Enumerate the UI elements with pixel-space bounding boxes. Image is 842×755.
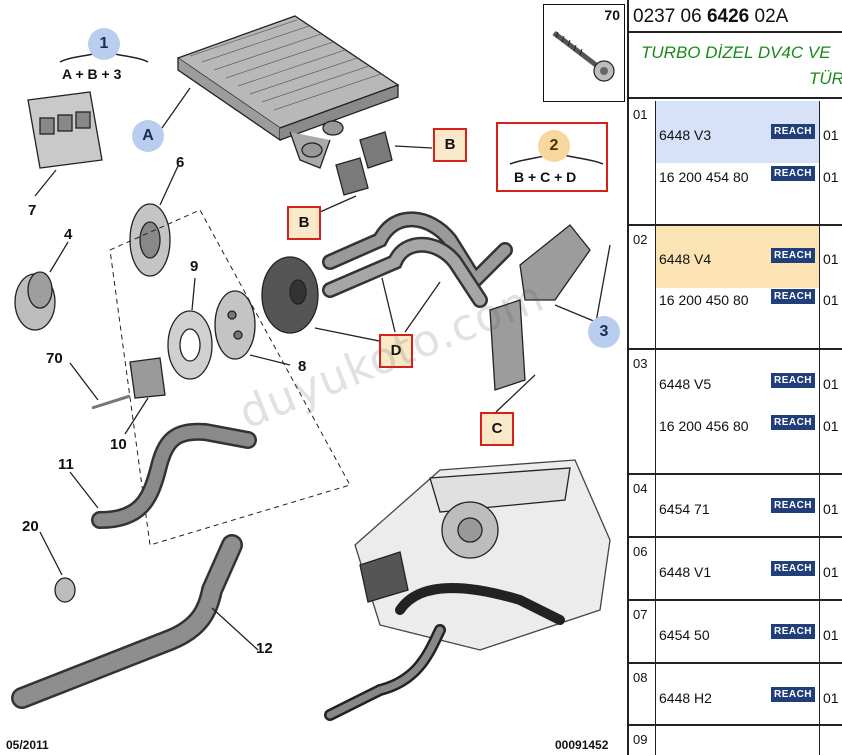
bracket-drawing	[489, 224, 591, 391]
part-number[interactable]: 16 200 450 80	[659, 292, 749, 308]
box-label-b-upper: B	[433, 128, 467, 162]
seal-ring-drawing	[167, 310, 213, 380]
hose-12-drawing	[11, 534, 243, 709]
quantity: 01	[823, 292, 839, 308]
parts-diagram: 6 7 4 9 70 8 10 11 20 12 1 A 2 3 A + B +…	[6, 4, 625, 752]
screw-icon	[552, 31, 615, 82]
box-label-c: C	[480, 412, 514, 446]
hose-11-drawing	[91, 422, 257, 529]
part-number[interactable]: 16 200 456 80	[659, 418, 749, 434]
part-number[interactable]: 6448 V3	[659, 127, 712, 143]
footer-code: 00091452	[555, 738, 609, 752]
row-index: 07	[633, 607, 648, 622]
row-index: 06	[633, 544, 648, 559]
pipes-drawing	[322, 211, 513, 308]
parts-row-07[interactable]: 07 6454 50 REACH 01	[629, 601, 842, 664]
part-number[interactable]: 6454 50	[659, 627, 710, 643]
reach-badge: REACH	[771, 166, 815, 181]
callout-70: 70	[46, 350, 63, 367]
screw-drawing	[91, 394, 131, 410]
reference-number: 0237 06 6426 02A	[633, 6, 789, 27]
part-number[interactable]: 16 200 454 80	[659, 169, 749, 185]
quantity: 01	[823, 169, 839, 185]
box-label-b-lower: B	[287, 206, 321, 240]
seal-disc-drawing	[261, 256, 319, 334]
reach-badge: REACH	[771, 498, 815, 513]
reach-badge: REACH	[771, 687, 815, 702]
quantity: 01	[823, 376, 839, 392]
quantity: 01	[823, 418, 839, 434]
row-index: 08	[633, 670, 648, 685]
row-index: 03	[633, 356, 648, 371]
reach-badge: REACH	[771, 624, 815, 639]
row-index: 02	[633, 232, 648, 247]
reach-badge: REACH	[771, 248, 815, 263]
formula-2-frame	[496, 122, 608, 192]
circle-label-3: 3	[588, 316, 620, 348]
parts-row-01[interactable]: 01 6448 V3 REACH 01 16 200 454 80 REACH …	[629, 101, 842, 226]
callout-4: 4	[64, 226, 73, 243]
screw-inset-box: 70	[543, 4, 625, 102]
parts-list-panel: 0237 06 6426 02A TURBO DİZEL DV4C VE TÜR…	[627, 0, 842, 755]
row-index: 09	[633, 732, 648, 747]
callout-8: 8	[298, 358, 307, 375]
diagram-drawing	[11, 15, 611, 721]
box-label-d: D	[379, 334, 413, 368]
reach-badge: REACH	[771, 415, 815, 430]
part-number[interactable]: 6448 V1	[659, 564, 712, 580]
parts-row-04[interactable]: 04 6454 71 REACH 01	[629, 475, 842, 538]
quantity: 01	[823, 564, 839, 580]
part-number[interactable]: 6448 H2	[659, 690, 712, 706]
circle-label-a: A	[132, 120, 164, 152]
callout-20: 20	[22, 518, 39, 535]
footer-date: 05/2011	[6, 738, 49, 752]
clamp-b-drawing	[335, 131, 393, 196]
callout-7: 7	[28, 202, 37, 219]
parts-row-06[interactable]: 06 6448 V1 REACH 01	[629, 538, 842, 601]
parts-row-02[interactable]: 02 6448 V4 REACH 01 16 200 450 80 REACH …	[629, 226, 842, 350]
clamp-drawing	[54, 577, 76, 603]
callout-11: 11	[58, 456, 74, 473]
plate-drawing	[214, 290, 256, 360]
reach-badge: REACH	[771, 373, 815, 388]
part-number[interactable]: 6448 V5	[659, 376, 712, 392]
part-number[interactable]: 6448 V4	[659, 251, 712, 267]
title-line-2: TÜR	[809, 69, 842, 88]
formula-1: A + B + 3	[62, 66, 122, 82]
callout-12: 12	[256, 640, 273, 657]
grommet-drawing	[129, 203, 171, 277]
quantity: 01	[823, 501, 839, 517]
vent-block-drawing	[27, 91, 103, 169]
quantity: 01	[823, 627, 839, 643]
formula-2: B + C + D	[514, 169, 577, 185]
parts-row-09[interactable]: 09	[629, 726, 842, 755]
quantity: 01	[823, 127, 839, 143]
quantity: 01	[823, 251, 839, 267]
part-number[interactable]: 6454 71	[659, 501, 710, 517]
reach-badge: REACH	[771, 289, 815, 304]
reach-badge: REACH	[771, 124, 815, 139]
reach-badge: REACH	[771, 561, 815, 576]
circle-label-1: 1	[88, 28, 120, 60]
callout-6: 6	[176, 154, 185, 171]
parts-row-03[interactable]: 03 6448 V5 REACH 01 16 200 456 80 REACH …	[629, 350, 842, 475]
callout-9: 9	[190, 258, 199, 275]
clip-drawing	[129, 357, 166, 399]
heater-core-drawing	[176, 15, 400, 169]
title-line-1: TURBO DİZEL DV4C VE	[641, 43, 831, 62]
reference-header: 0237 06 6426 02A	[629, 0, 842, 33]
parts-row-08[interactable]: 08 6448 H2 REACH 01	[629, 664, 842, 726]
hvac-housing-drawing	[324, 459, 611, 721]
cap-drawing	[14, 271, 56, 331]
screw-inset-number: 70	[604, 7, 620, 23]
engine-title: TURBO DİZEL DV4C VE TÜR	[629, 33, 842, 99]
quantity: 01	[823, 690, 839, 706]
row-index: 04	[633, 481, 648, 496]
row-index: 01	[633, 107, 648, 122]
callout-10: 10	[110, 436, 127, 453]
circle-label-2: 2	[538, 130, 570, 162]
